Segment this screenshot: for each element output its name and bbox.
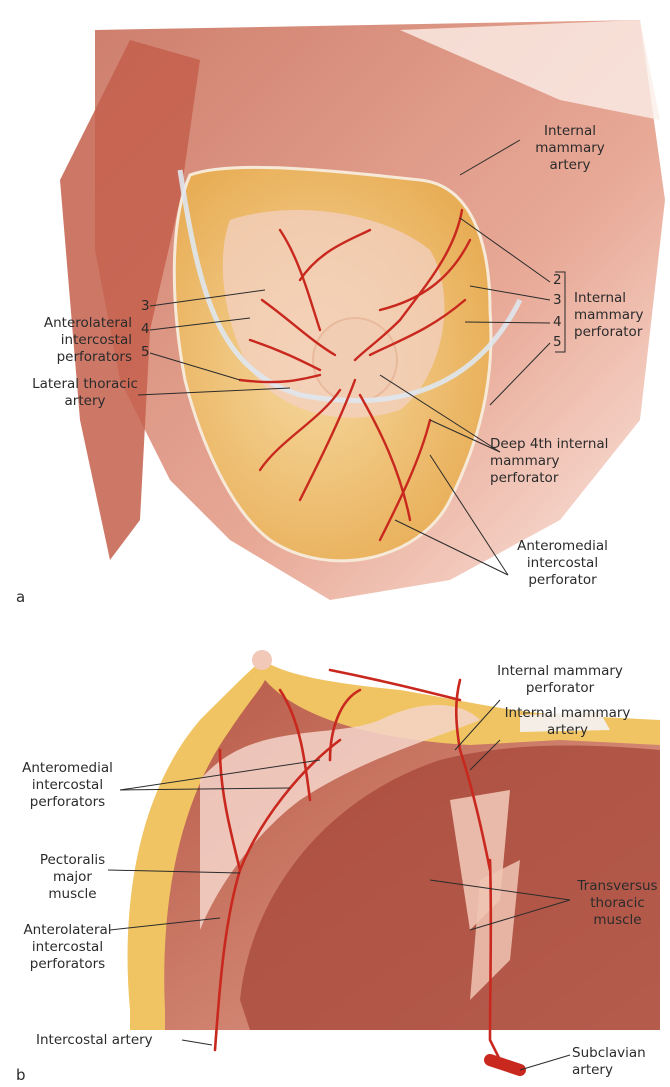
perforator-number-3: 3 <box>553 292 562 308</box>
label-transversus-thoracic-muscle: Transversus thoracic muscle <box>577 878 658 928</box>
label-deep-4th-internal-mammary-perforator: Deep 4th internal mammary perforator <box>490 436 609 486</box>
label-internal-mammary-artery-a: Internal mammary artery <box>535 123 605 173</box>
label-internal-mammary-perforator-a: Internal mammary perforator <box>574 290 644 340</box>
left-perforator-number-4: 4 <box>141 321 150 337</box>
label-anteromedial-intercostal-perforator-a: Anteromedial intercostal perforator <box>517 538 608 588</box>
label-anterolateral-intercostal-perforators-b: Anterolateral intercostal perforators <box>23 922 112 972</box>
leader-lines <box>107 139 571 1071</box>
label-internal-mammary-artery-b: Internal mammary artery <box>504 705 631 738</box>
label-subclavian-artery: Subclavian artery <box>572 1045 646 1078</box>
perforator-number-5: 5 <box>553 334 562 350</box>
panel-a-illustration <box>60 20 665 600</box>
panel-letter-a: a <box>16 588 26 606</box>
label-anteromedial-intercostal-perforators-b: Anteromedial intercostal perforators <box>22 760 113 810</box>
perforator-number-4: 4 <box>553 314 562 330</box>
left-perforator-number-5: 5 <box>141 344 150 360</box>
panel-b-illustration <box>127 650 661 1076</box>
panel-letter-b: b <box>16 1066 26 1084</box>
label-anterolateral-intercostal-perforators-a: Anterolateral intercostal perforators <box>43 315 132 365</box>
label-pectoralis-major-muscle: Pectoralis major muscle <box>39 852 106 902</box>
label-lateral-thoracic-artery: Lateral thoracic artery <box>32 376 138 409</box>
perforator-number-2: 2 <box>553 272 562 288</box>
label-intercostal-artery: Intercostal artery <box>36 1032 153 1048</box>
label-internal-mammary-perforator-b: Internal mammary perforator <box>497 663 623 696</box>
left-perforator-number-3: 3 <box>141 298 150 314</box>
